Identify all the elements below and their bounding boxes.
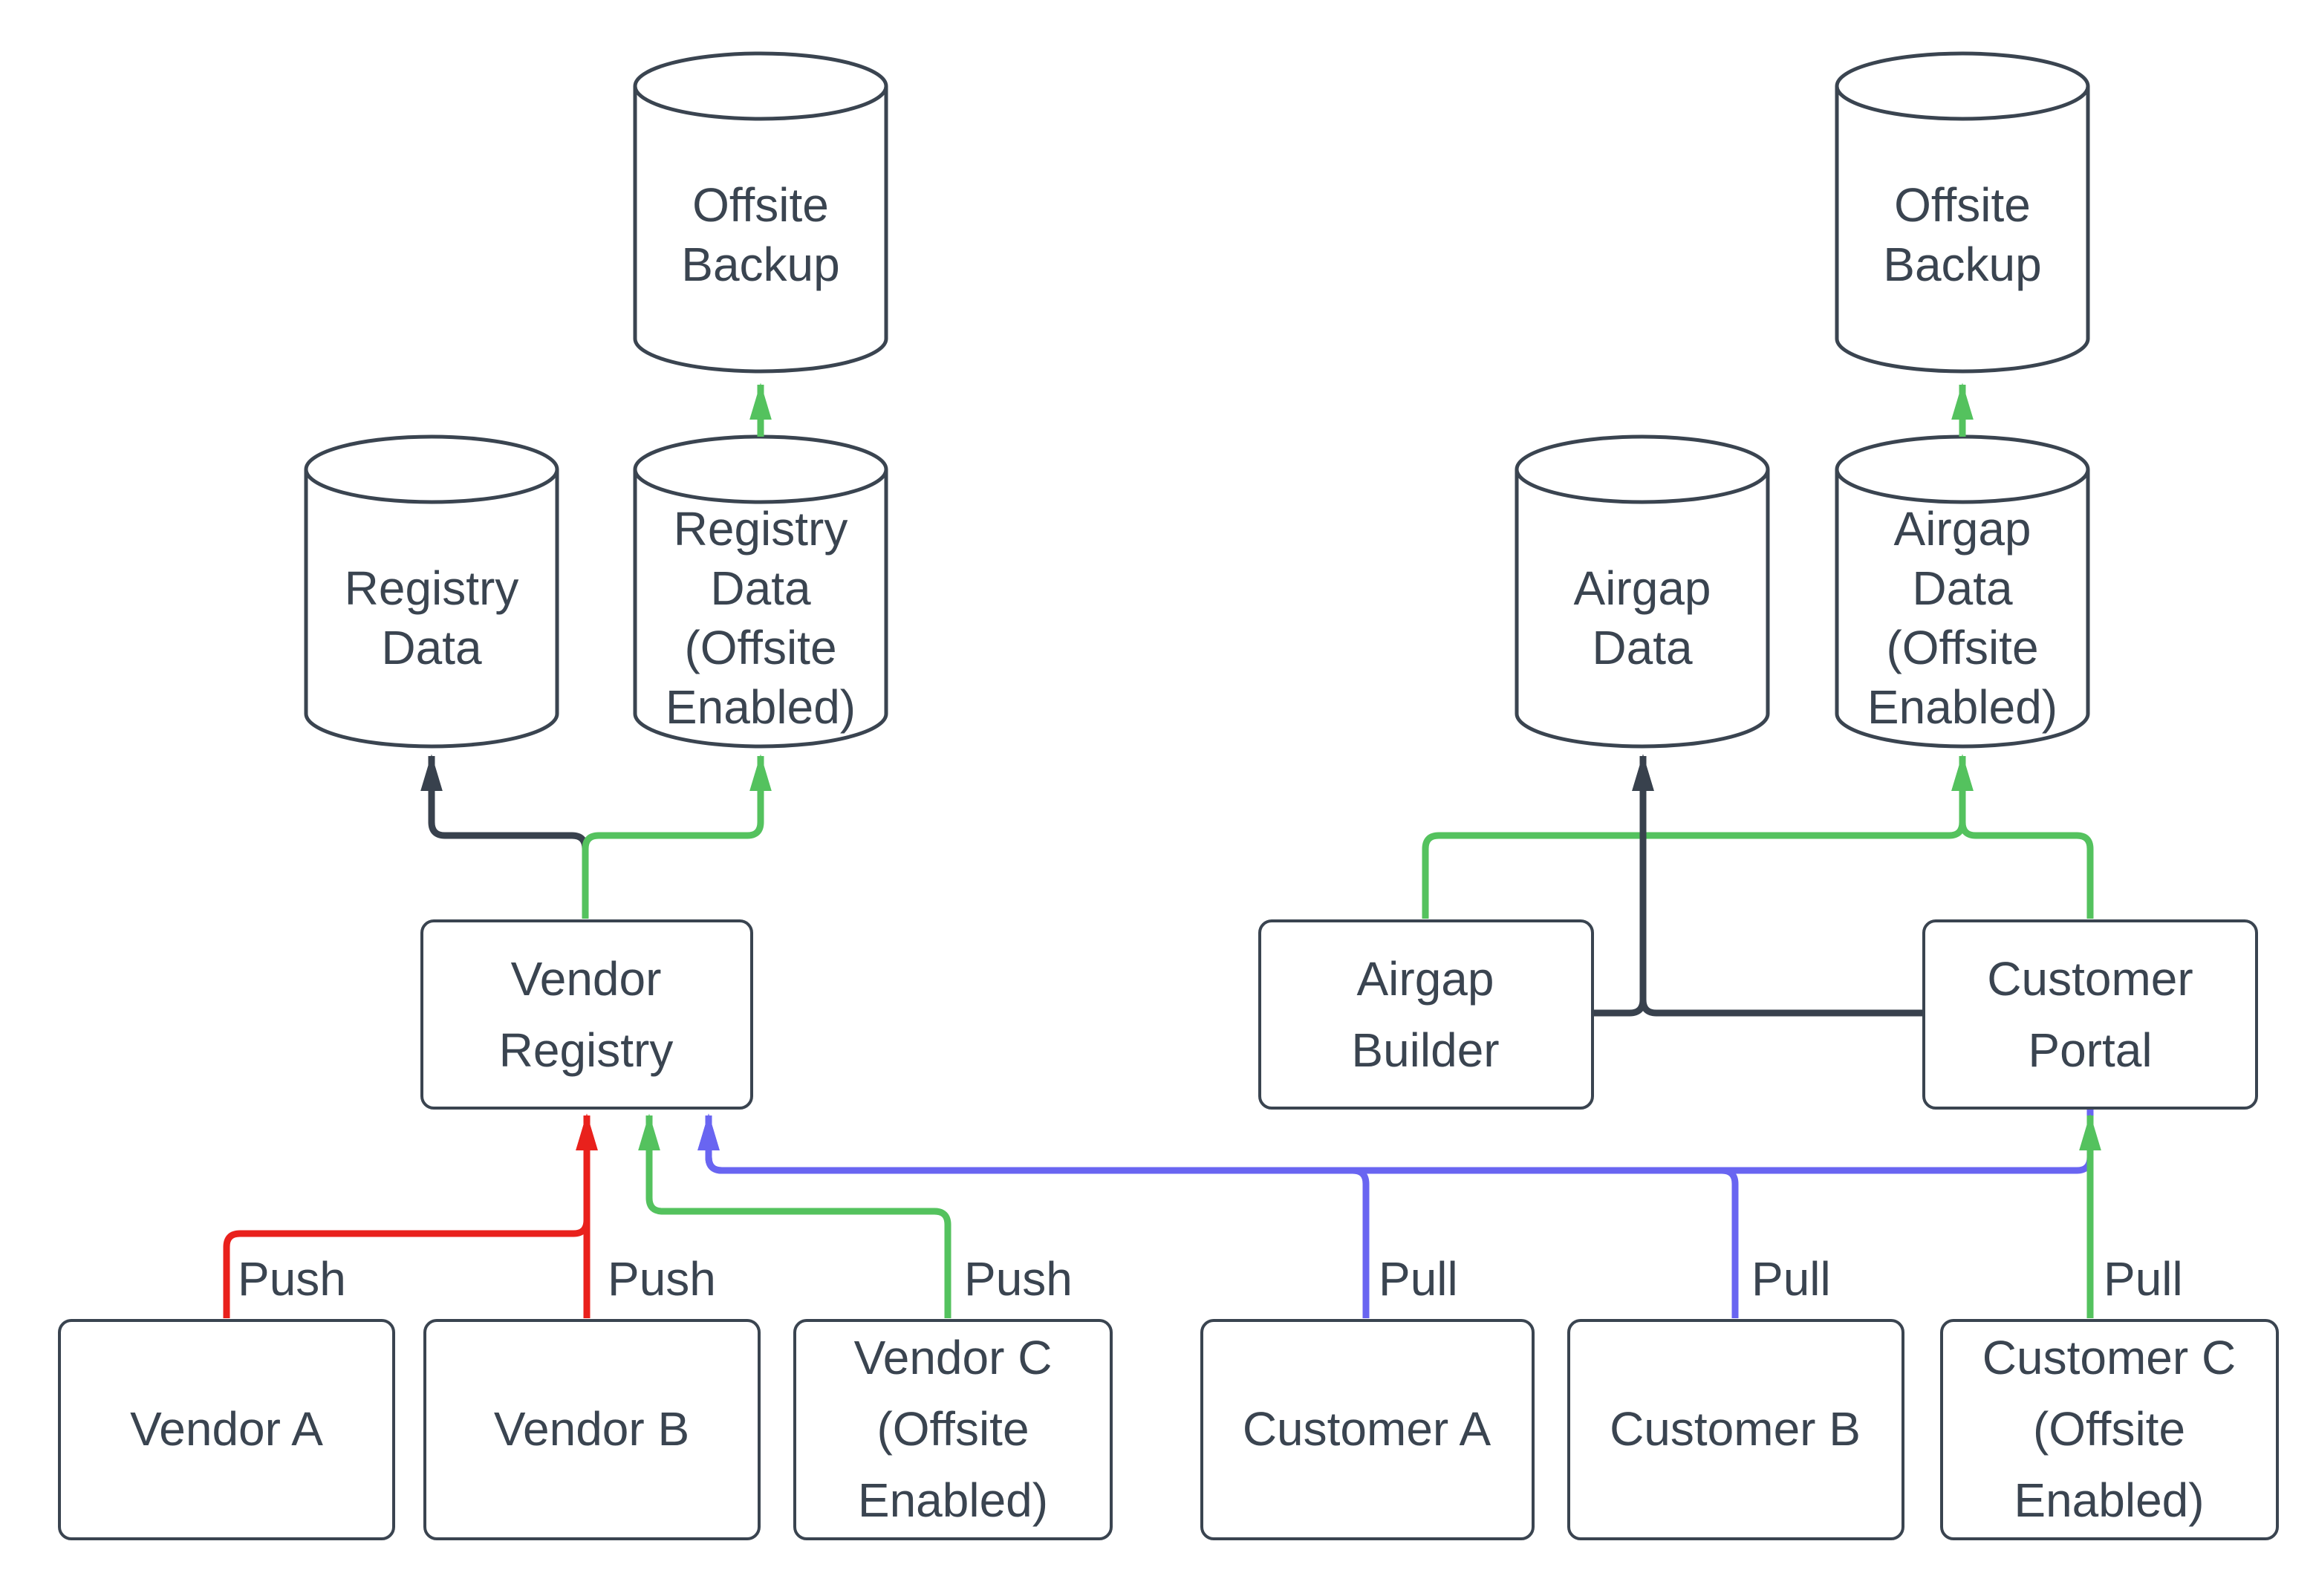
edge-vendor-registry-to-registry-data — [420, 754, 589, 919]
edges-layer — [223, 382, 2101, 1318]
node-vendor-b: Vendor B — [423, 1318, 760, 1540]
edge-customer-portal-to-vendor-registry — [697, 1109, 2094, 1174]
airgap-data-cylinder — [1515, 434, 1770, 749]
label-offsite-backup-left: Offsite Backup — [681, 178, 840, 291]
label-airgap-data: Airgap Data — [1573, 561, 1711, 674]
edge-airgap-builder-to-airgap-data — [1593, 754, 1654, 1017]
registry-data-offsite-cylinder — [633, 434, 888, 749]
node-airgap-builder: Airgap Builder — [1258, 919, 1593, 1109]
edge-customer-portal-to-airgap-data — [1632, 754, 1922, 1017]
label-registry-data: Registry Data — [344, 561, 519, 674]
airgap-data-offsite-cylinder — [1835, 434, 2090, 749]
label-registry-data-offsite: Registry Data (Offsite Enabled) — [665, 502, 856, 734]
edge-label-push-vendor-b: Push — [608, 1252, 716, 1306]
offsite-backup-left-cylinder — [633, 51, 888, 374]
node-vendor-registry: Vendor Registry — [420, 919, 752, 1109]
offsite-backup-right-cylinder — [1835, 51, 2090, 374]
node-vendor-c: Vendor C (Offsite Enabled) — [793, 1318, 1113, 1540]
edge-airgap-builder-to-airgap-data-offsite — [1422, 754, 1974, 919]
registry-data-cylinder — [304, 434, 559, 749]
node-vendor-a: Vendor A — [58, 1318, 395, 1540]
node-customer-a: Customer A — [1200, 1318, 1534, 1540]
edge-vendor-c-push-to-vendor-registry — [638, 1113, 951, 1318]
node-customer-b: Customer B — [1567, 1318, 1904, 1540]
node-customer-portal: Customer Portal — [1922, 919, 2258, 1109]
edge-label-pull-customer-a: Pull — [1379, 1252, 1458, 1306]
edge-label-pull-customer-c: Pull — [2104, 1252, 2183, 1306]
edge-customer-portal-to-airgap-data-offsite — [1951, 754, 2094, 919]
edge-label-pull-customer-b: Pull — [1751, 1252, 1831, 1306]
node-customer-c: Customer C (Offsite Enabled) — [1940, 1318, 2278, 1540]
label-airgap-data-offsite: Airgap Data (Offsite Enabled) — [1867, 502, 2058, 734]
edge-customer-b-pull-to-vendor-registry — [697, 1113, 1739, 1318]
label-offsite-backup-right: Offsite Backup — [1883, 178, 2042, 291]
edge-vendor-registry-to-registry-data-offsite — [582, 754, 772, 919]
edge-label-push-vendor-a: Push — [238, 1252, 346, 1306]
edge-label-push-vendor-c: Push — [964, 1252, 1073, 1306]
